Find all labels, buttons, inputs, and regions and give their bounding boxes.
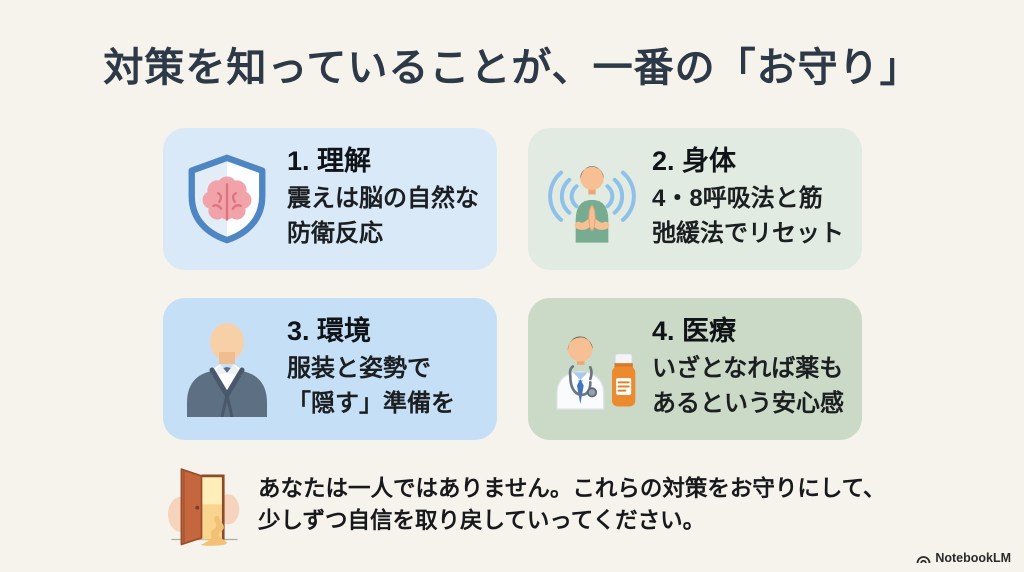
card-desc-line: あるという安心感: [652, 390, 844, 417]
watermark-label: NotebookLM: [935, 551, 1011, 565]
card-title: 2. 身体: [652, 146, 737, 176]
card-desc-line: 弛緩法でリセット: [652, 220, 844, 247]
footer-line-1: あなたは一人ではありません。これらの対策をお守りにして、: [258, 476, 886, 501]
card-environment: 3. 環境 服装と姿勢で 「隠す」準備を: [163, 298, 497, 440]
footer-message: あなたは一人ではありません。これらの対策をお守りにして、 少しずつ自信を取り戻し…: [168, 461, 886, 551]
card-desc-line: 震えは脳の自然な: [287, 185, 479, 212]
page-title: 対策を知っていることが、一番の「お守り」: [103, 46, 921, 90]
card-title: 3. 環境: [287, 316, 372, 346]
calm-person-icon: [542, 147, 642, 251]
card-desc-line: いざとなれば薬も: [652, 355, 844, 382]
card-title: 4. 医療: [652, 316, 737, 346]
card-title: 1. 理解: [287, 146, 372, 176]
suit-person-icon: [177, 317, 277, 421]
notebooklm-watermark: NotebookLM: [916, 551, 1011, 565]
card-desc-line: 4・8呼吸法と筋: [652, 185, 823, 212]
card-understanding: 1. 理解 震えは脳の自然な 防衛反応: [163, 128, 497, 270]
card-body: 2. 身体 4・8呼吸法と筋 弛緩法でリセット: [528, 128, 862, 270]
notebooklm-logo-icon: [916, 553, 931, 564]
footer-line-2: 少しずつ自信を取り戻していってください。: [258, 508, 706, 533]
doctor-medicine-icon: [542, 317, 642, 421]
open-door-icon: [168, 461, 240, 551]
card-desc-line: 「隠す」準備を: [287, 390, 455, 417]
card-desc-line: 服装と姿勢で: [287, 355, 431, 382]
card-desc-line: 防衛反応: [287, 220, 383, 247]
card-medical: 4. 医療 いざとなれば薬も あるという安心感: [528, 298, 862, 440]
shield-brain-icon: [177, 147, 277, 251]
